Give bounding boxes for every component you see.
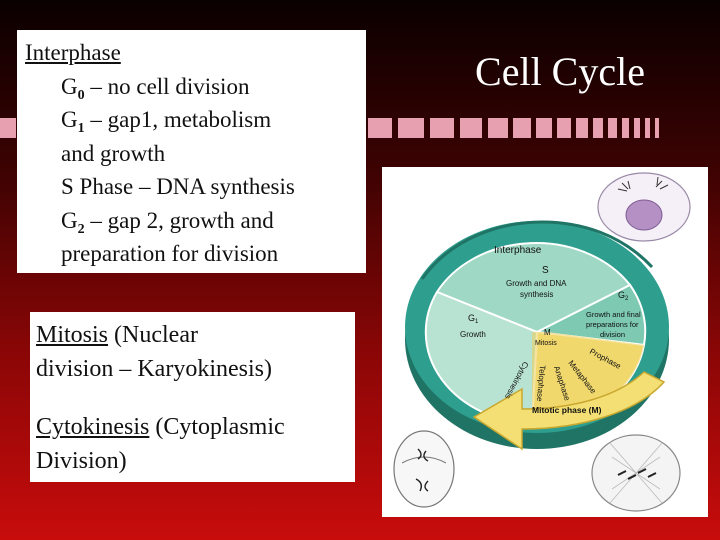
s-phase-line: S Phase – DNA synthesis: [61, 174, 295, 199]
g1-desc: Growth: [460, 330, 486, 339]
interphase-cell-icon: [597, 172, 691, 242]
g2-desc-1: Growth and final: [586, 310, 641, 319]
g1-line-cont: and growth: [61, 140, 166, 166]
mitosis-text-box: Mitosis (Nuclear division – Karyokinesis…: [30, 312, 355, 482]
cytokinesis-line-cont: Division): [36, 448, 127, 474]
m-label: M: [544, 328, 551, 337]
mitotic-phase-label: Mitotic phase (M): [532, 405, 602, 415]
mitotic-arrow: [472, 371, 666, 451]
interphase-heading: Interphase: [25, 40, 121, 65]
g1-label: G1: [468, 313, 479, 325]
g0-line: G0 – no cell division: [61, 73, 250, 103]
s-desc-2: synthesis: [520, 290, 553, 299]
slide-title: Cell Cycle: [475, 49, 645, 94]
mitosis-line-cont: division – Karyokinesis): [36, 356, 272, 382]
g2-desc-2: preparations for: [586, 320, 639, 329]
s-wedge: [435, 242, 632, 334]
s-label: S: [542, 265, 549, 276]
spacer: [36, 386, 349, 410]
interphase-label: Interphase: [494, 245, 542, 256]
interphase-arrow: [420, 220, 654, 280]
interphase-text-box: Interphase G0 – no cell division G1 – ga…: [17, 30, 366, 273]
mitosis-label: Mitosis: [535, 340, 557, 347]
g2-wedge: [533, 283, 647, 347]
telophase-label: Telophase: [535, 365, 547, 403]
mitosis-ring: [532, 332, 644, 425]
g2-label: G2: [618, 290, 629, 302]
g2-line: G2 – gap 2, growth and: [61, 207, 274, 237]
g1-line: G1 – gap1, metabolism: [61, 107, 272, 136]
cytokinesis-line: Cytokinesis (Cytoplasmic: [36, 414, 285, 440]
mitosis-line: Mitosis (Nuclear: [36, 322, 198, 348]
s-desc-1: Growth and DNA: [506, 279, 567, 288]
cell-cycle-svg: Interphase S Growth and DNA synthesis G2…: [393, 172, 691, 512]
g2-line-cont: preparation for division: [61, 241, 279, 266]
metaphase-cell-icon: [591, 434, 681, 512]
g2-desc-3: division: [600, 330, 625, 339]
dividing-cell-icon: [393, 430, 455, 508]
cell-cycle-diagram: Interphase S Growth and DNA synthesis G2…: [382, 167, 708, 517]
